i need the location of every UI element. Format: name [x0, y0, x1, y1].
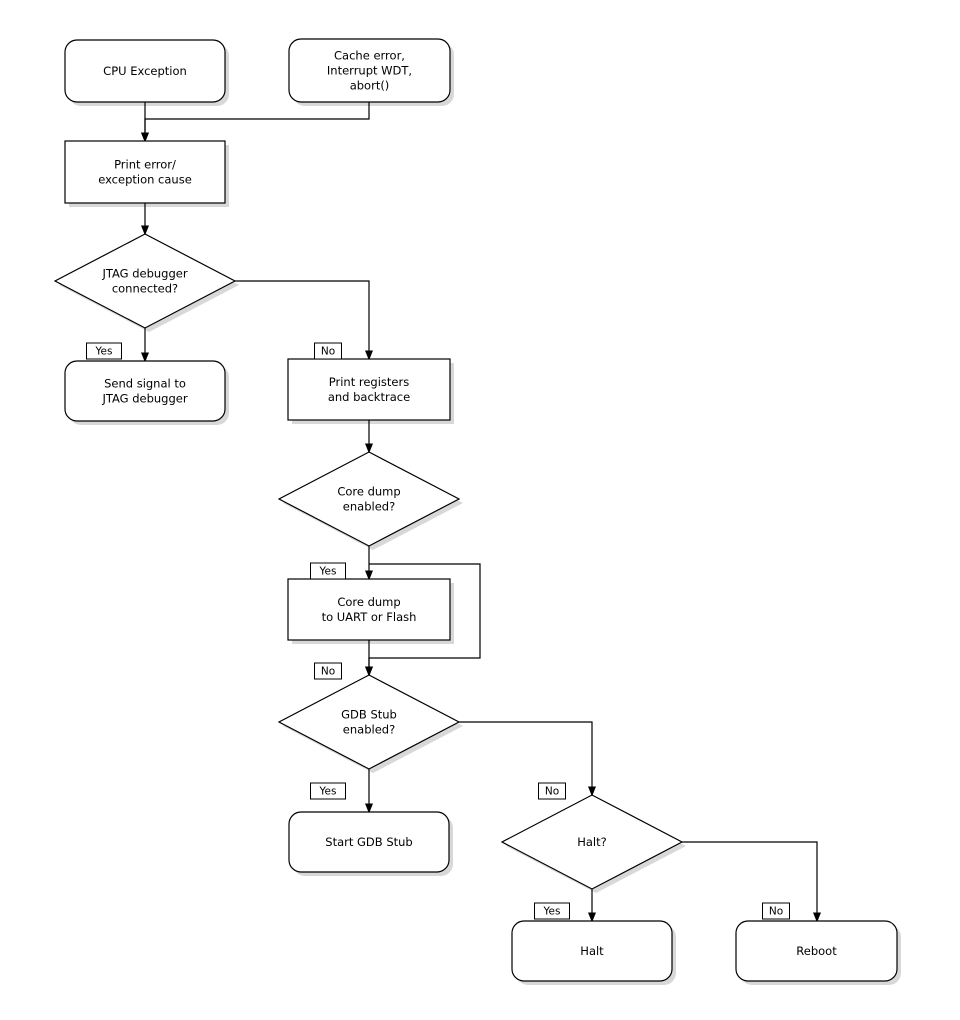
- node-label-halt: Halt: [580, 944, 604, 958]
- edge-label-e7: Yes: [310, 562, 346, 580]
- node-start_gdb_stub[interactable]: Start GDB Stub: [288, 811, 450, 873]
- edge-layer: [141, 102, 821, 923]
- node-shape-rounded-rect: [735, 920, 898, 982]
- edge-gdb_stub_enabled-to-halt_question: [459, 721, 596, 797]
- edge-halt_question-to-reboot: [682, 841, 821, 923]
- node-shape-rounded-rect: [511, 920, 673, 982]
- edge-label-box: [310, 782, 346, 800]
- edge-label-e8: No: [314, 662, 342, 680]
- edge-label-box: [762, 902, 790, 920]
- edge-label-e4: Yes: [86, 342, 122, 360]
- edge-label-text: Yes: [543, 906, 561, 918]
- edge-label-box: [538, 782, 566, 800]
- node-shape-rounded-rect: [64, 39, 226, 103]
- node-shape-rect: [64, 140, 226, 204]
- edge-label-text: No: [769, 906, 783, 918]
- node-label-cpu_exception: CPU Exception: [103, 64, 187, 78]
- node-shape-rounded-rect: [288, 38, 451, 103]
- node-label-cache_error: Cache error,Interrupt WDT,abort(): [327, 48, 412, 92]
- edge-label-box: [534, 902, 570, 920]
- edge-label-e11: No: [538, 782, 566, 800]
- node-shape-diamond: [277, 451, 461, 547]
- node-label-print_error: Print error/exception cause: [98, 157, 192, 186]
- edge-jtag_connected-to-print_registers: [235, 280, 373, 361]
- node-shape-rounded-rect: [64, 360, 226, 422]
- edge-label-text: No: [321, 666, 335, 678]
- node-label-reboot: Reboot: [796, 944, 837, 958]
- node-shape-diamond: [500, 794, 684, 890]
- edge-label-e10: Yes: [310, 782, 346, 800]
- edge-label-text: Yes: [319, 786, 337, 798]
- edge-label-e12: Yes: [534, 902, 570, 920]
- edge-label-e13: No: [762, 902, 790, 920]
- edge-label-text: Yes: [319, 566, 337, 578]
- node-reboot[interactable]: Reboot: [735, 920, 898, 982]
- node-label-start_gdb_stub: Start GDB Stub: [325, 835, 412, 849]
- edge-label-e5: No: [314, 342, 342, 360]
- node-cpu_exception[interactable]: CPU Exception: [64, 39, 226, 103]
- edge-label-box: [314, 342, 342, 360]
- edge-label-text: Yes: [95, 346, 113, 358]
- node-cache_error[interactable]: Cache error,Interrupt WDT,abort(): [288, 38, 451, 103]
- node-shape-rect: [287, 358, 451, 421]
- node-halt_question[interactable]: Halt?: [500, 794, 684, 890]
- node-shape-diamond: [53, 233, 237, 329]
- edge-label-box: [86, 342, 122, 360]
- node-label-halt_question: Halt?: [577, 835, 607, 849]
- node-shape-rect: [287, 578, 451, 641]
- edge-label-text: No: [321, 346, 335, 358]
- node-shape-rounded-rect: [288, 811, 450, 873]
- node-halt[interactable]: Halt: [511, 920, 673, 982]
- node-print_error[interactable]: Print error/exception cause: [64, 140, 226, 204]
- edge-label-text: No: [545, 786, 559, 798]
- node-shape-diamond: [277, 674, 461, 770]
- edge-label-box: [314, 662, 342, 680]
- edge-cache_error-to-print_error: [141, 102, 370, 143]
- node-layer: CPU Exception Cache error,Interrupt WDT,a…: [53, 38, 898, 982]
- edge-label-box: [310, 562, 346, 580]
